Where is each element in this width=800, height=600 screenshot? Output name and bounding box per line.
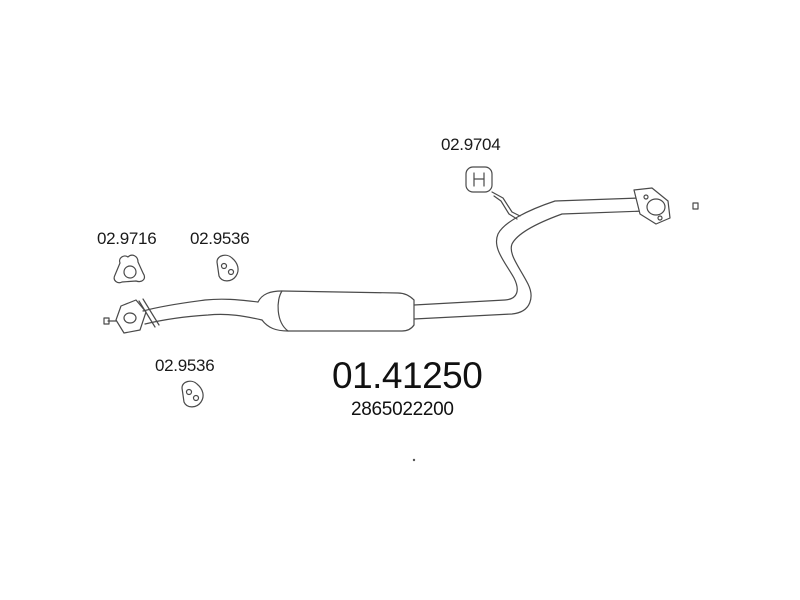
- main-part-number: 01.41250: [332, 355, 483, 396]
- triangular-gasket-icon: [113, 254, 146, 284]
- inlet-flange: [103, 298, 160, 334]
- front-pipe: [142, 298, 263, 325]
- rear-pipe: [413, 197, 646, 320]
- rubber-hanger-icon: [465, 166, 493, 193]
- rubber-mount-icon: [181, 380, 204, 408]
- rubber-mount-icon: [216, 254, 239, 282]
- hanger-bracket: [491, 191, 521, 220]
- stray-dot: [412, 458, 416, 462]
- accessory-code-label: 02.9536: [155, 356, 215, 375]
- middle-silencer: [257, 290, 415, 332]
- oem-reference-number: 2865022200: [351, 399, 454, 420]
- accessory-code-label: 02.9704: [441, 135, 501, 154]
- accessory-code-label: 02.9536: [190, 229, 250, 248]
- outlet-flange: [633, 187, 699, 225]
- accessory-code-label: 02.9716: [97, 229, 157, 248]
